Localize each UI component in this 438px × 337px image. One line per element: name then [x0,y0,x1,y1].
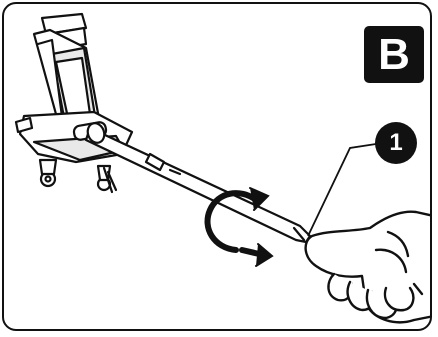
jack-illustration [14,12,430,324]
callout-number: 1 [375,122,417,164]
floor-jack-icon [14,12,134,194]
illustration-frame: B 1 [2,2,432,331]
step-label: B [364,26,424,83]
callout-leader [307,143,377,237]
hand-icon [304,210,430,324]
rotate-arrows-icon [204,187,274,267]
